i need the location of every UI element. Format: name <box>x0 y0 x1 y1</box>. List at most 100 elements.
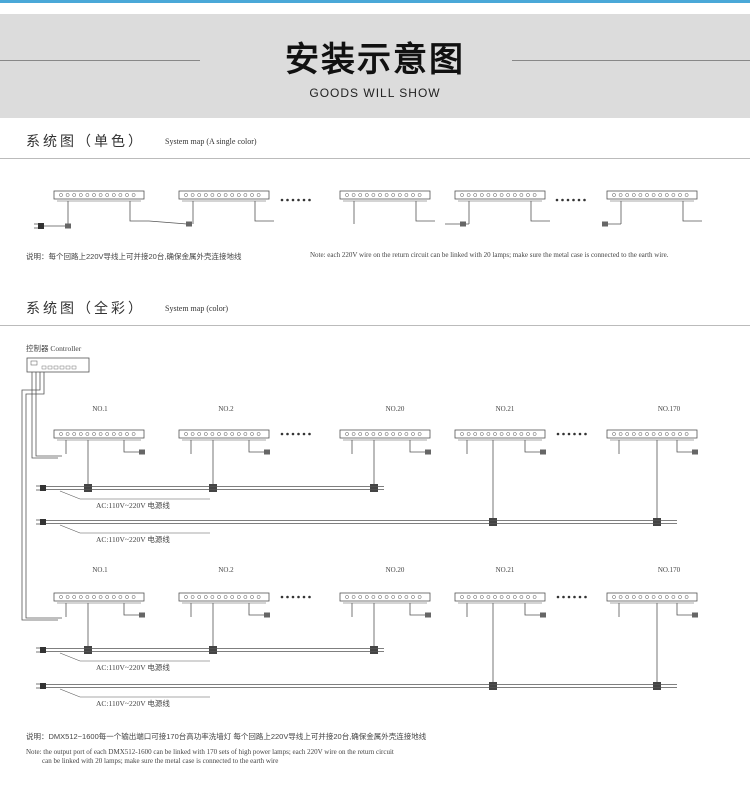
controller-cable-2 <box>21 372 58 621</box>
color-row0-lamp-3-led <box>378 432 382 436</box>
color-row0-signal-connector-2 <box>264 449 270 455</box>
single-lamp-5-led <box>671 193 676 197</box>
single-lamp-3-led <box>384 193 389 197</box>
controller-port <box>41 365 47 370</box>
single-lamp-1-led <box>72 193 77 197</box>
color-row0-callout-1 <box>59 490 210 500</box>
color-row1-lamp-2-led <box>210 595 215 599</box>
single-ellipsis-2 <box>555 198 559 202</box>
single-ellipsis-1 <box>291 198 295 202</box>
color-row1-lamp-1-led <box>92 595 96 599</box>
single-lamp-4-led <box>519 193 524 197</box>
color-row0-tee-2 <box>209 484 217 492</box>
color-row1-lamp-3-led <box>391 595 396 599</box>
color-row0-lamp-1-led <box>105 432 110 436</box>
color-row0-ellipsis-2 <box>556 432 560 436</box>
section-single-note-en: Note: each 220V wire on the return circu… <box>310 251 669 259</box>
color-row1-power-label-2: AC:110V~220V 电源线 <box>96 698 170 708</box>
color-row1-lamp-3-led <box>364 595 369 599</box>
color-row1-lamp-4-led <box>506 595 511 599</box>
single-lamp-2-led <box>217 193 221 197</box>
color-row0-lamp-3-led <box>384 432 389 436</box>
color-row0-lamp-3-led <box>358 432 363 436</box>
color-row0-lamp-2-led <box>190 432 195 436</box>
single-lamp-5-led <box>664 193 669 197</box>
color-row0-lamp-1-led <box>78 432 83 436</box>
single-lamp-4-led <box>479 193 484 197</box>
color-row1-signal-out-4 <box>524 603 541 616</box>
color-row0-lamp-5-led <box>612 432 616 436</box>
color-row0-lamp-2-led <box>184 432 188 436</box>
color-row0-lamp-5-led <box>684 432 689 436</box>
color-row0-signal-out-4 <box>524 440 541 453</box>
color-row0-lamp-2-led <box>243 432 248 436</box>
color-row1-lamp-3-led <box>351 595 356 599</box>
color-row0-lamp-1-led <box>65 432 70 436</box>
color-row1-lamp-3-led <box>411 595 415 599</box>
color-row0-lamp-2-led <box>250 432 254 436</box>
single-lamp-1-led <box>78 193 83 197</box>
controller-port <box>53 365 59 370</box>
controller-label: 控制器 Controller <box>26 343 82 353</box>
color-row0-ellipsis-2 <box>562 432 565 436</box>
color-row1-ellipsis-1 <box>286 595 289 599</box>
single-lamp-5-led <box>625 193 630 197</box>
color-row1-signal-connector-3 <box>425 612 431 618</box>
color-row1-lamp-4-led <box>486 595 491 599</box>
color-row1-callout-1 <box>59 652 210 662</box>
controller-port <box>59 365 65 370</box>
color-row0-callout-2 <box>59 524 210 534</box>
color-row1-lamp-3-led <box>371 595 376 599</box>
color-row1-lamp-1-led <box>98 595 103 599</box>
single-lamp-2-led <box>197 193 202 197</box>
single-lamp-1-led <box>92 193 96 197</box>
group-0-label-4: NO.21 <box>496 405 515 413</box>
group-1-label-1: NO.1 <box>92 566 108 574</box>
single-lamp-3-led <box>345 193 349 197</box>
color-row1-lamp-4-led <box>466 595 471 599</box>
color-row1-lamp-1-led <box>111 595 116 599</box>
single-lamp-5-led <box>684 193 689 197</box>
single-lamp-4-led <box>532 193 537 197</box>
color-row0-lamp-3-led <box>351 432 356 436</box>
section-color-note-cn: 说明：DMX512~1600每一个输出端口可接170台高功率洗墙灯 每个回路上2… <box>26 732 427 741</box>
single-lamp-1-led <box>125 193 129 197</box>
single-lamp-lead-out-2 <box>254 201 274 222</box>
single-lamp-1-led <box>118 193 123 197</box>
color-row0-lamp-4-led <box>493 432 497 436</box>
single-lamp-1-led <box>111 193 116 197</box>
color-row0-lamp-2-led <box>203 432 208 436</box>
single-lamp-4-led <box>493 193 497 197</box>
single-lamp-5-led <box>658 193 663 197</box>
color-row0-lamp-4-led <box>512 432 517 436</box>
color-row0-lamp-3-led <box>364 432 369 436</box>
color-row1-lamp-5-led <box>645 595 649 599</box>
color-row0-signal-connector-5 <box>692 449 698 455</box>
color-row0-ellipsis-1 <box>286 432 289 436</box>
color-row0-lamp-2-led <box>256 432 261 436</box>
color-row1-lamp-1-led <box>85 595 90 599</box>
single-power-plug <box>38 223 44 229</box>
single-lamp-1-led <box>105 193 110 197</box>
color-row1-lamp-3-led <box>378 595 382 599</box>
color-row1-ellipsis-2 <box>578 595 582 599</box>
color-row0-ellipsis-2 <box>567 432 571 436</box>
single-lamp-5-led <box>651 193 656 197</box>
color-row1-lamp-2-led <box>256 595 261 599</box>
color-row1-lamp-5-led <box>638 595 643 599</box>
color-row1-lamp-2-led <box>217 595 221 599</box>
single-ellipsis-1 <box>302 198 306 202</box>
single-ellipsis-2 <box>561 198 564 202</box>
color-row0-lamp-4-led <box>479 432 484 436</box>
single-lamp-5-led <box>638 193 643 197</box>
single-lamp-lead-out-1 <box>129 201 149 222</box>
color-row1-lamp-1-led <box>65 595 70 599</box>
single-lamp-3-led <box>378 193 382 197</box>
color-row0-lamp-5-led <box>651 432 656 436</box>
color-row1-ellipsis-1 <box>308 595 311 599</box>
color-row1-lamp-2-led <box>184 595 188 599</box>
single-lamp-3-led <box>351 193 356 197</box>
page-title: 安装示意图 <box>285 40 465 80</box>
single-lamp-5-led <box>631 193 636 197</box>
color-row1-lamp-2-led <box>243 595 248 599</box>
